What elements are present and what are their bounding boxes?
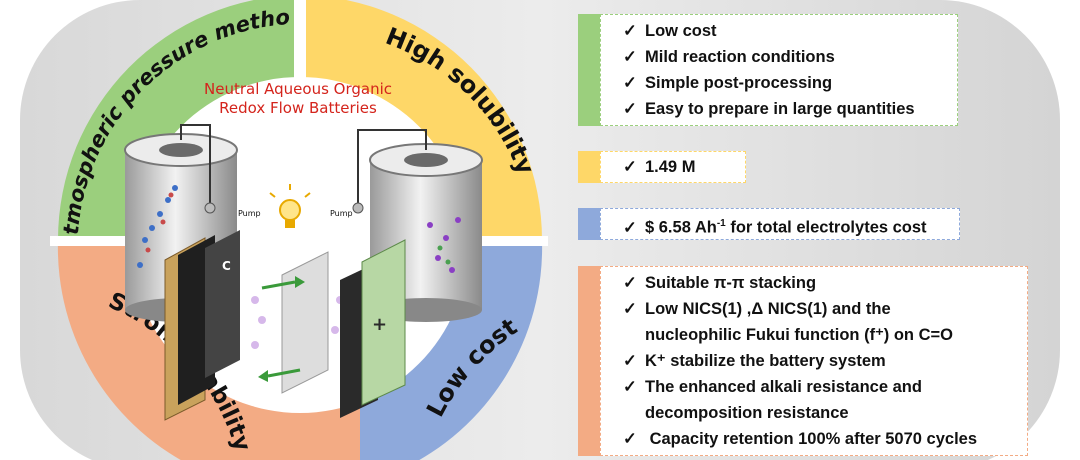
yellow-list: ✓1.49 M: [601, 152, 745, 180]
list-item: ✓Low cost: [623, 22, 717, 40]
svg-text:C: C: [222, 259, 231, 273]
orange-color-bar: [578, 266, 600, 456]
list-item: ✓The enhanced alkali resistance and: [623, 378, 922, 396]
list-item: ✓$ 6.58 Ah-1 for total electrolytes cost: [623, 218, 927, 237]
list-item: ✓Suitable π-π stacking: [623, 274, 817, 292]
green-color-bar: [578, 14, 600, 126]
orange-list: ✓Suitable π-π stacking ✓Low NICS(1) ,Δ N…: [601, 267, 1027, 452]
list-item: ✓Simple post-processing: [623, 74, 833, 92]
center-title-line1: Neutral Aqueous Organic: [204, 80, 392, 98]
list-item: ✓Mild reaction conditions: [623, 48, 835, 66]
yellow-panel: ✓1.49 M: [600, 151, 746, 183]
green-panel: ✓Low cost ✓Mild reaction conditions ✓Sim…: [600, 14, 958, 126]
pump-label-right: Pump: [330, 209, 353, 218]
pump-label-left: Pump: [238, 209, 261, 218]
list-item-continuation: nucleophilic Fukui function (f⁺) on C=O: [645, 326, 953, 344]
svg-text:+: +: [372, 314, 387, 335]
list-item: ✓1.49 M: [623, 158, 696, 176]
yellow-color-bar: [578, 151, 600, 183]
ring-quadrant-green: [58, 0, 300, 240]
blue-color-bar: [578, 208, 600, 240]
battery-illustration: Pump Pump C: [124, 124, 483, 421]
orange-panel: ✓Suitable π-π stacking ✓Low NICS(1) ,Δ N…: [600, 266, 1028, 456]
center-title-line2: Redox Flow Batteries: [219, 99, 377, 117]
list-item: ✓Low NICS(1) ,Δ NICS(1) and the: [623, 300, 891, 318]
list-item: ✓Easy to prepare in large quantities: [623, 100, 915, 118]
list-item: ✓ Capacity retention 100% after 5070 cyc…: [623, 430, 978, 448]
ring-quadrant-blue: [360, 240, 543, 460]
lightbulb-icon: [269, 184, 311, 228]
list-item-continuation: decomposition resistance: [645, 404, 849, 422]
list-item: ✓K⁺ stabilize the battery system: [623, 352, 886, 370]
blue-panel: ✓$ 6.58 Ah-1 for total electrolytes cost: [600, 208, 960, 240]
green-list: ✓Low cost ✓Mild reaction conditions ✓Sim…: [601, 15, 957, 122]
blue-list: ✓$ 6.58 Ah-1 for total electrolytes cost: [601, 209, 959, 241]
